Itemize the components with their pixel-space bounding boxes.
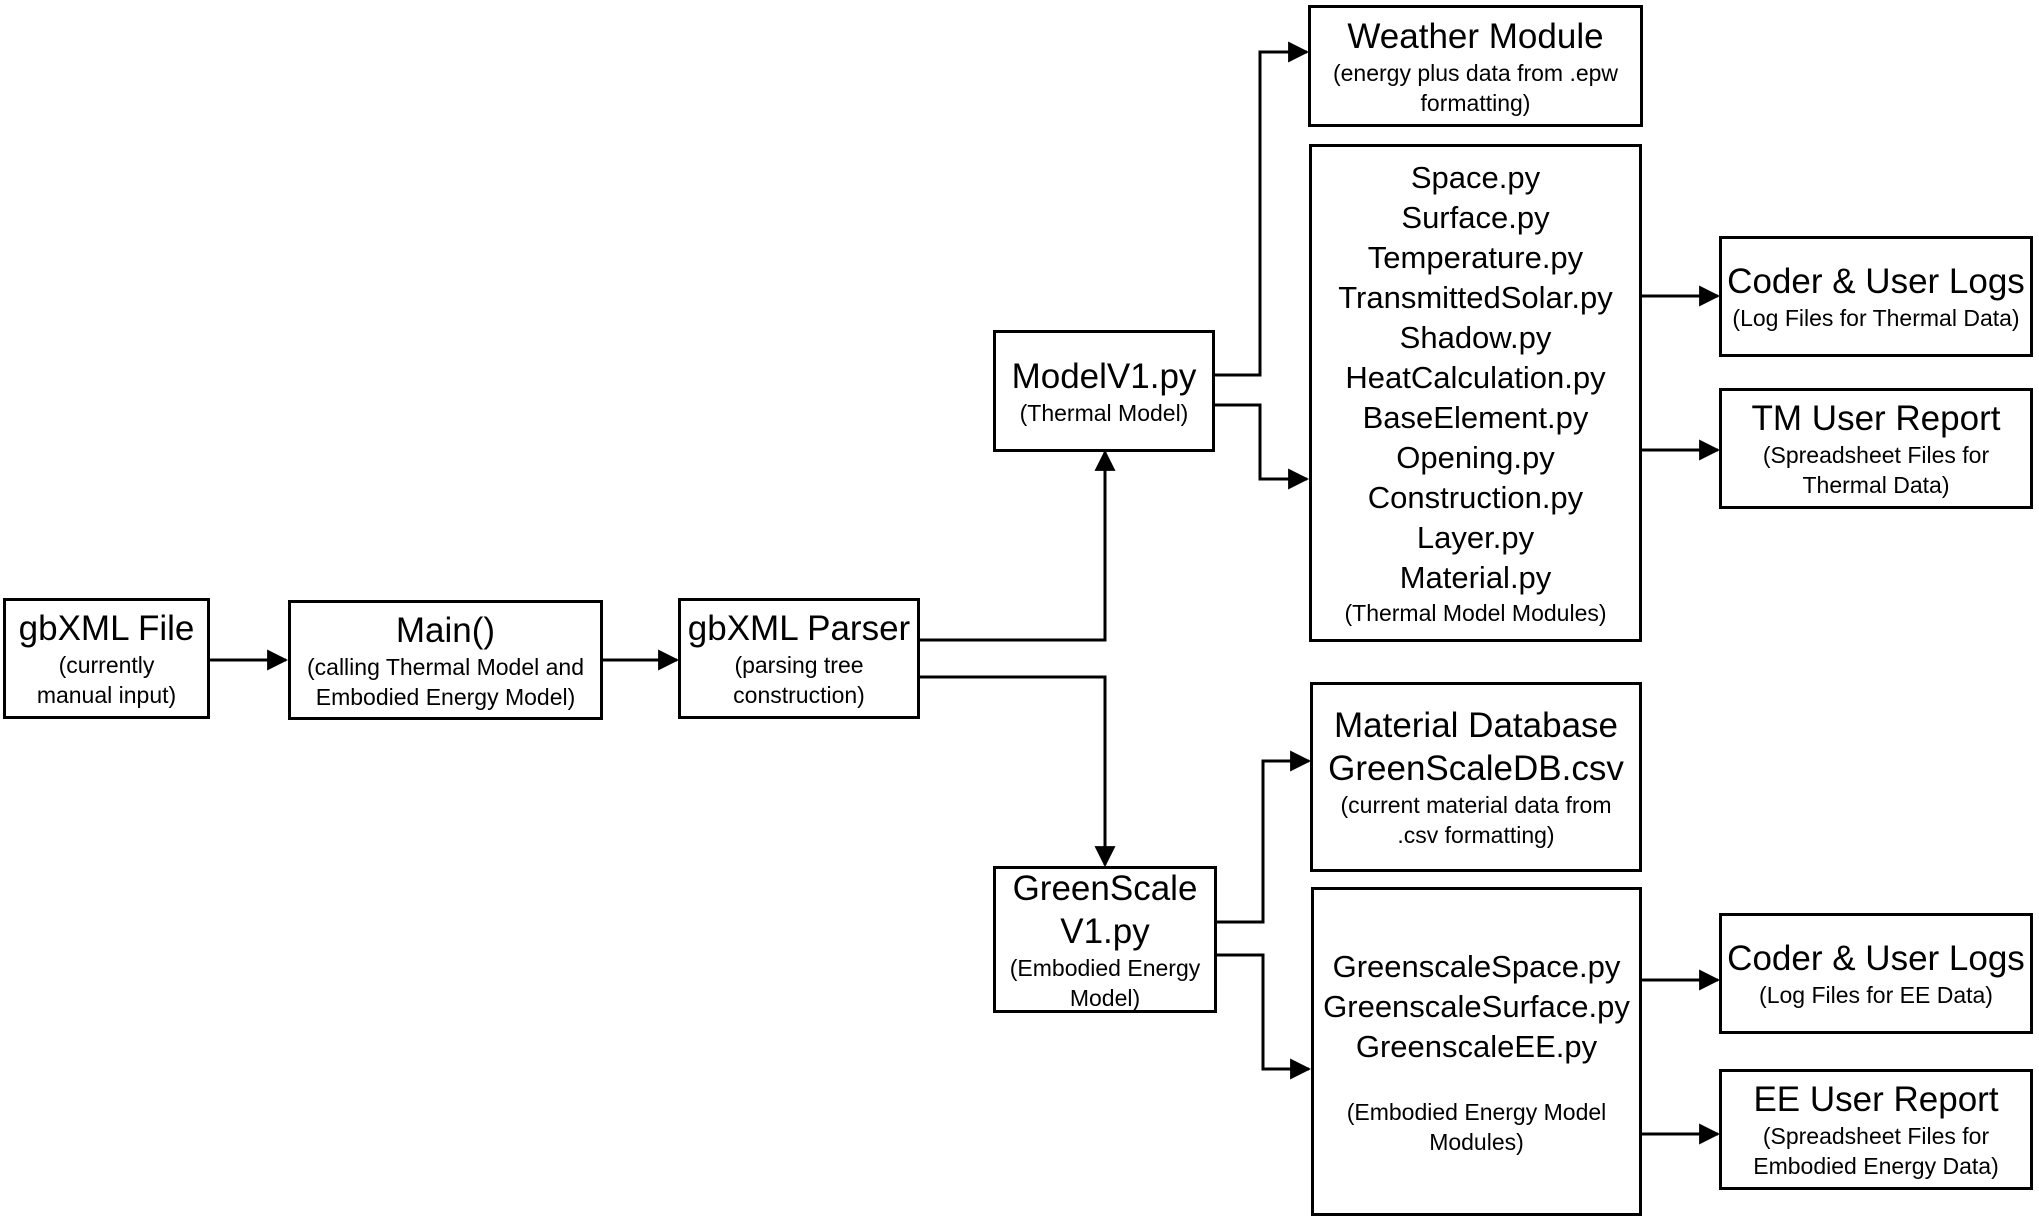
thermal-module-item: BaseElement.py xyxy=(1362,400,1589,435)
greenscale-v1-sub-1: (Embodied Energy xyxy=(1009,954,1201,981)
arrow-parser-to-model xyxy=(918,449,1116,642)
thermal-module-item: TransmittedSolar.py xyxy=(1338,280,1613,315)
weather-module-box: Weather Module (energy plus data from .e… xyxy=(1308,5,1643,127)
arrow-greenscale-to-db xyxy=(1217,750,1312,924)
tm-logs-sub: (Log Files for Thermal Data) xyxy=(1732,305,2020,331)
arrow-model-to-thermal-modules xyxy=(1214,403,1310,490)
main-sub-2: Embodied Energy Model) xyxy=(315,683,576,710)
main-sub-1: (calling Thermal Model and xyxy=(307,653,584,680)
thermal-module-item: Temperature.py xyxy=(1367,240,1584,275)
ee-report-title: EE User Report xyxy=(1753,1080,1999,1119)
material-db-sub-1: (current material data from xyxy=(1340,792,1612,818)
greenscale-v1-title-1: GreenScale xyxy=(1012,868,1198,908)
thermal-module-item: HeatCalculation.py xyxy=(1345,360,1606,395)
parser-title: gbXML Parser xyxy=(687,609,911,648)
material-db-title-2: GreenScaleDB.csv xyxy=(1328,749,1624,788)
gbxml-file-sub-2: manual input) xyxy=(36,682,177,708)
gbxml-file-sub-1: (currently xyxy=(58,652,155,678)
thermal-module-item: Shadow.py xyxy=(1399,320,1552,355)
weather-sub-2: formatting) xyxy=(1420,89,1531,116)
greenscale-v1-box: GreenScale V1.py (Embodied Energy Model) xyxy=(993,866,1217,1013)
ee-report-sub-1: (Spreadsheet Files for xyxy=(1762,1123,1990,1149)
main-title: Main() xyxy=(395,610,496,650)
weather-title: Weather Module xyxy=(1347,16,1604,56)
model-v1-box: ModelV1.py (Thermal Model) xyxy=(993,330,1215,452)
weather-sub-1: (energy plus data from .epw xyxy=(1332,59,1619,86)
greenscale-v1-sub-2: Model) xyxy=(1069,984,1141,1011)
tm-report-title: TM User Report xyxy=(1751,399,2001,438)
thermal-module-item: Opening.py xyxy=(1396,440,1555,475)
material-db-title-1: Material Database xyxy=(1333,706,1619,745)
greenscale-v1-title-2: V1.py xyxy=(1060,911,1150,951)
ee-report-sub-2: Embodied Energy Data) xyxy=(1753,1153,1999,1179)
ee-module-item: GreenscaleSpace.py xyxy=(1332,948,1621,984)
tm-report-box: TM User Report (Spreadsheet Files for Th… xyxy=(1719,388,2033,509)
thermal-modules-box: Space.py Surface.py Temperature.py Trans… xyxy=(1309,144,1642,642)
ee-logs-box: Coder & User Logs (Log Files for EE Data… xyxy=(1719,913,2033,1034)
ee-logs-sub: (Log Files for EE Data) xyxy=(1759,982,1993,1008)
thermal-modules-sub: (Thermal Model Modules) xyxy=(1344,600,1607,626)
model-v1-title: ModelV1.py xyxy=(1011,356,1197,396)
arrow-parser-to-greenscale xyxy=(918,675,1116,868)
material-db-box: Material Database GreenScaleDB.csv (curr… xyxy=(1310,682,1642,872)
parser-box: gbXML Parser (parsing tree construction) xyxy=(678,598,920,719)
arrow-greenscale-to-ee-modules xyxy=(1217,953,1312,1080)
tm-logs-title: Coder & User Logs xyxy=(1727,262,2025,301)
tm-report-sub-1: (Spreadsheet Files for xyxy=(1762,442,1990,468)
parser-sub-1: (parsing tree xyxy=(734,652,864,678)
thermal-module-item: Space.py xyxy=(1410,160,1541,195)
material-db-sub-2: .csv formatting) xyxy=(1397,822,1555,848)
ee-modules-sub-2: Modules) xyxy=(1429,1128,1524,1155)
tm-logs-box: Coder & User Logs (Log Files for Thermal… xyxy=(1719,236,2033,357)
arrow-model-to-weather xyxy=(1214,41,1310,377)
main-box: Main() (calling Thermal Model and Embodi… xyxy=(288,600,603,720)
parser-sub-2: construction) xyxy=(733,682,865,708)
thermal-module-item: Material.py xyxy=(1399,560,1552,595)
gbxml-file-title: gbXML File xyxy=(18,609,195,648)
ee-logs-title: Coder & User Logs xyxy=(1727,939,2025,978)
thermal-module-item: Surface.py xyxy=(1401,200,1550,235)
gbxml-file-box: gbXML File (currently manual input) xyxy=(3,598,210,719)
thermal-module-item: Construction.py xyxy=(1367,480,1584,515)
model-v1-sub: (Thermal Model) xyxy=(1019,399,1189,426)
tm-report-sub-2: Thermal Data) xyxy=(1802,472,1950,498)
ee-module-item: GreenscaleSurface.py xyxy=(1323,988,1630,1024)
ee-module-item: GreenscaleEE.py xyxy=(1355,1028,1598,1064)
ee-modules-sub-1: (Embodied Energy Model xyxy=(1346,1098,1607,1125)
thermal-module-item: Layer.py xyxy=(1416,520,1535,555)
ee-modules-box: GreenscaleSpace.py GreenscaleSurface.py … xyxy=(1311,887,1642,1216)
ee-report-box: EE User Report (Spreadsheet Files for Em… xyxy=(1719,1069,2033,1190)
